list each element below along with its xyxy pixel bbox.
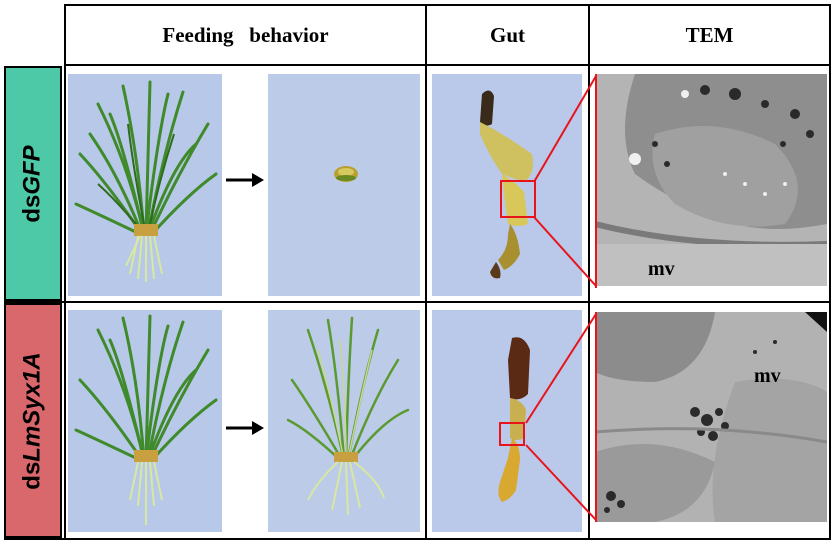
grid-top-border [64, 4, 831, 6]
row-label-prefix: ds [19, 461, 46, 490]
header-gut: Gut [489, 22, 525, 47]
arrow-icon [224, 170, 266, 190]
row-label-dslmsyx1a: dsLmSyx1A [4, 303, 62, 538]
photo-tem-dslmsyx1a [595, 312, 827, 522]
photo-wheat-before-dslmsyx1a [68, 310, 222, 532]
zoom-connector-dslmsyx1a [525, 312, 597, 522]
header-feeding-behavior: Feeding behavior [162, 22, 329, 47]
header-tem: TEM [685, 22, 734, 47]
row-label-gene: GFP [19, 144, 47, 195]
grid-row-divider [4, 301, 831, 303]
photo-wheat-after-dslmsyx1a [268, 310, 420, 532]
photo-gut-dslmsyx1a [432, 310, 582, 532]
zoom-connector-dsgfp [533, 74, 597, 288]
tem-label-mv-dsgfp: mv [648, 258, 675, 280]
row-label-dsgfp: dsGFP [4, 66, 62, 301]
row-label-gene: LmSyx1A [19, 351, 46, 462]
photo-wheat-before-dsgfp [68, 74, 222, 296]
grid-left-border [64, 4, 66, 540]
grid-right-border [829, 4, 831, 540]
photo-wheat-after-dsgfp [268, 74, 420, 296]
grid-col-divider-gut [425, 4, 427, 540]
photo-tem-dsgfp [595, 74, 827, 286]
tem-label-mv-dslmsyx1a: mv [754, 365, 781, 387]
row-label-prefix: ds [19, 194, 47, 223]
grid-col-divider-tem [588, 4, 590, 540]
photo-gut-dsgfp [432, 74, 582, 296]
grid-bottom-border [4, 538, 831, 540]
grid-header-divider [64, 64, 831, 66]
arrow-icon [224, 418, 266, 438]
